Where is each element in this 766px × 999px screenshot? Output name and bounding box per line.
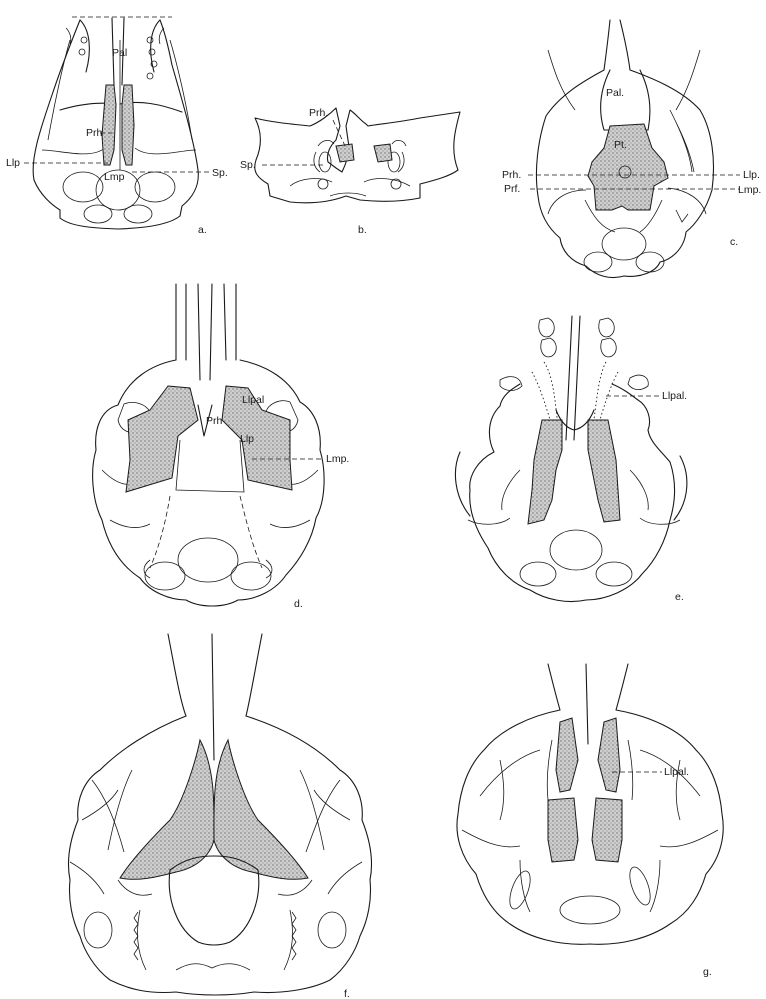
figure-f-skull <box>68 634 371 995</box>
figure-d-skull <box>93 284 324 606</box>
label-g-llpal: Llpal. <box>664 766 689 778</box>
label-b-prh: Prh. <box>309 107 328 119</box>
caption-g: g. <box>703 966 712 978</box>
caption-d: d. <box>294 598 303 610</box>
label-d-llpal: Llpal <box>242 394 264 406</box>
caption-c: c. <box>730 236 738 248</box>
caption-b: b. <box>358 224 367 236</box>
label-a-lmp: Lmp <box>104 171 125 183</box>
figure-e-skull <box>455 316 686 602</box>
label-a-sp: Sp. <box>212 167 228 179</box>
label-c-prh: Prh. <box>502 169 521 181</box>
label-b-sp: Sp. <box>240 159 256 171</box>
label-e-llpal: Llpal. <box>662 390 687 402</box>
caption-e: e. <box>675 591 684 603</box>
caption-f: f. <box>344 988 350 999</box>
label-d-prh: Prh <box>206 415 223 427</box>
caption-a: a. <box>198 224 207 236</box>
figure-g-skull <box>457 664 723 944</box>
label-d-llp: Llp <box>240 433 254 445</box>
label-c-prf: Prf. <box>504 183 520 195</box>
label-a-llp: Llp <box>6 157 20 169</box>
label-c-llp: Llp. <box>743 169 760 181</box>
label-a-pal: Pal <box>112 47 127 59</box>
label-c-pt: Pt. <box>614 139 627 151</box>
figure-b-basicranium <box>255 108 460 203</box>
label-d-lmp: Lmp. <box>326 453 349 465</box>
label-c-pal: Pal. <box>606 87 624 99</box>
label-c-lmp: Lmp. <box>738 184 761 196</box>
